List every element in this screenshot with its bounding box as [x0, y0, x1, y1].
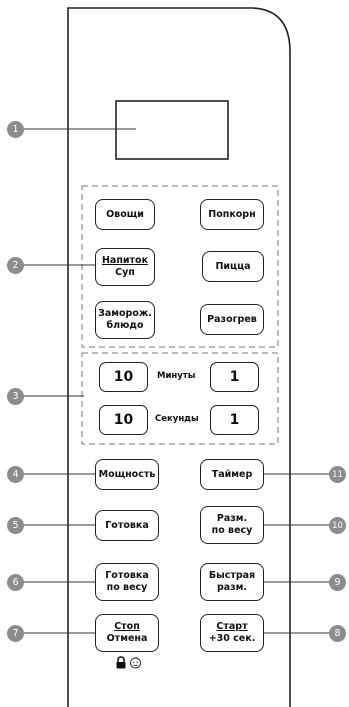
callout-8: 8 — [329, 625, 346, 642]
cook-button[interactable]: Готовка — [95, 510, 159, 541]
start-plus30-button[interactable]: Старт +30 сек. — [200, 614, 264, 652]
timer-label: Таймер — [211, 468, 253, 480]
cook-weight-top-label: Готовка — [105, 570, 149, 581]
quick-defrost-button[interactable]: Быстрая разм. — [200, 563, 264, 601]
defrost-weight-bottom-label: по весу — [211, 525, 253, 536]
stop-label: Стоп — [114, 621, 140, 632]
callout-7: 7 — [7, 625, 24, 642]
callout-10: 10 — [329, 517, 346, 534]
callout-4: 4 — [7, 466, 24, 483]
timer-button[interactable]: Таймер — [200, 459, 264, 490]
display-window — [115, 100, 229, 160]
frozen-top-label: Заморож. — [98, 308, 152, 319]
popcorn-button[interactable]: Попкорн — [200, 199, 264, 230]
drink-soup-button[interactable]: Напиток Суп — [95, 248, 155, 286]
defrost-by-weight-button[interactable]: Разм. по весу — [200, 506, 264, 544]
frozen-bottom-label: блюдо — [106, 320, 144, 331]
power-label: Мощность — [98, 468, 156, 480]
callout-5: 5 — [7, 517, 24, 534]
start-label: Старт — [216, 621, 248, 632]
power-button[interactable]: Мощность — [95, 459, 159, 490]
minutes-label: Минуты — [157, 371, 196, 381]
callout-6: 6 — [7, 574, 24, 591]
soup-label: Суп — [115, 267, 135, 278]
seconds-10-button[interactable]: 10 — [99, 405, 148, 435]
stop-cancel-button[interactable]: Стоп Отмена — [95, 614, 159, 652]
reheat-label: Разогрев — [207, 313, 257, 325]
callout-11: 11 — [329, 466, 346, 483]
plus30-label: +30 сек. — [208, 633, 256, 644]
cook-weight-bottom-label: по весу — [106, 582, 148, 593]
minutes-1-button[interactable]: 1 — [210, 362, 259, 392]
defrost-weight-top-label: Разм. — [216, 513, 248, 524]
pizza-label: Пицца — [215, 260, 251, 272]
quick-defrost-bottom-label: разм. — [216, 582, 248, 593]
callout-9: 9 — [329, 574, 346, 591]
vegetables-label: Овощи — [106, 208, 144, 220]
vegetables-button[interactable]: Овощи — [95, 199, 155, 230]
cancel-label: Отмена — [106, 633, 148, 644]
seconds-1-button[interactable]: 1 — [210, 405, 259, 435]
drink-label: Напиток — [101, 255, 149, 266]
popcorn-label: Попкорн — [208, 208, 256, 220]
frozen-meal-button[interactable]: Заморож. блюдо — [95, 301, 155, 339]
pizza-button[interactable]: Пицца — [202, 251, 264, 282]
callout-2: 2 — [7, 257, 24, 274]
lock-icon — [116, 656, 126, 669]
child-icon — [130, 656, 141, 669]
auto-menu-group-frame — [81, 185, 279, 348]
cook-label: Готовка — [105, 519, 149, 531]
cook-by-weight-button[interactable]: Готовка по весу — [95, 563, 159, 601]
quick-defrost-top-label: Быстрая — [208, 570, 256, 581]
reheat-button[interactable]: Разогрев — [200, 304, 264, 335]
callout-1: 1 — [7, 121, 24, 138]
seconds-label: Секунды — [155, 414, 199, 424]
time-group-frame — [81, 352, 279, 445]
minutes-10-button[interactable]: 10 — [99, 362, 148, 392]
callout-3: 3 — [7, 388, 24, 405]
